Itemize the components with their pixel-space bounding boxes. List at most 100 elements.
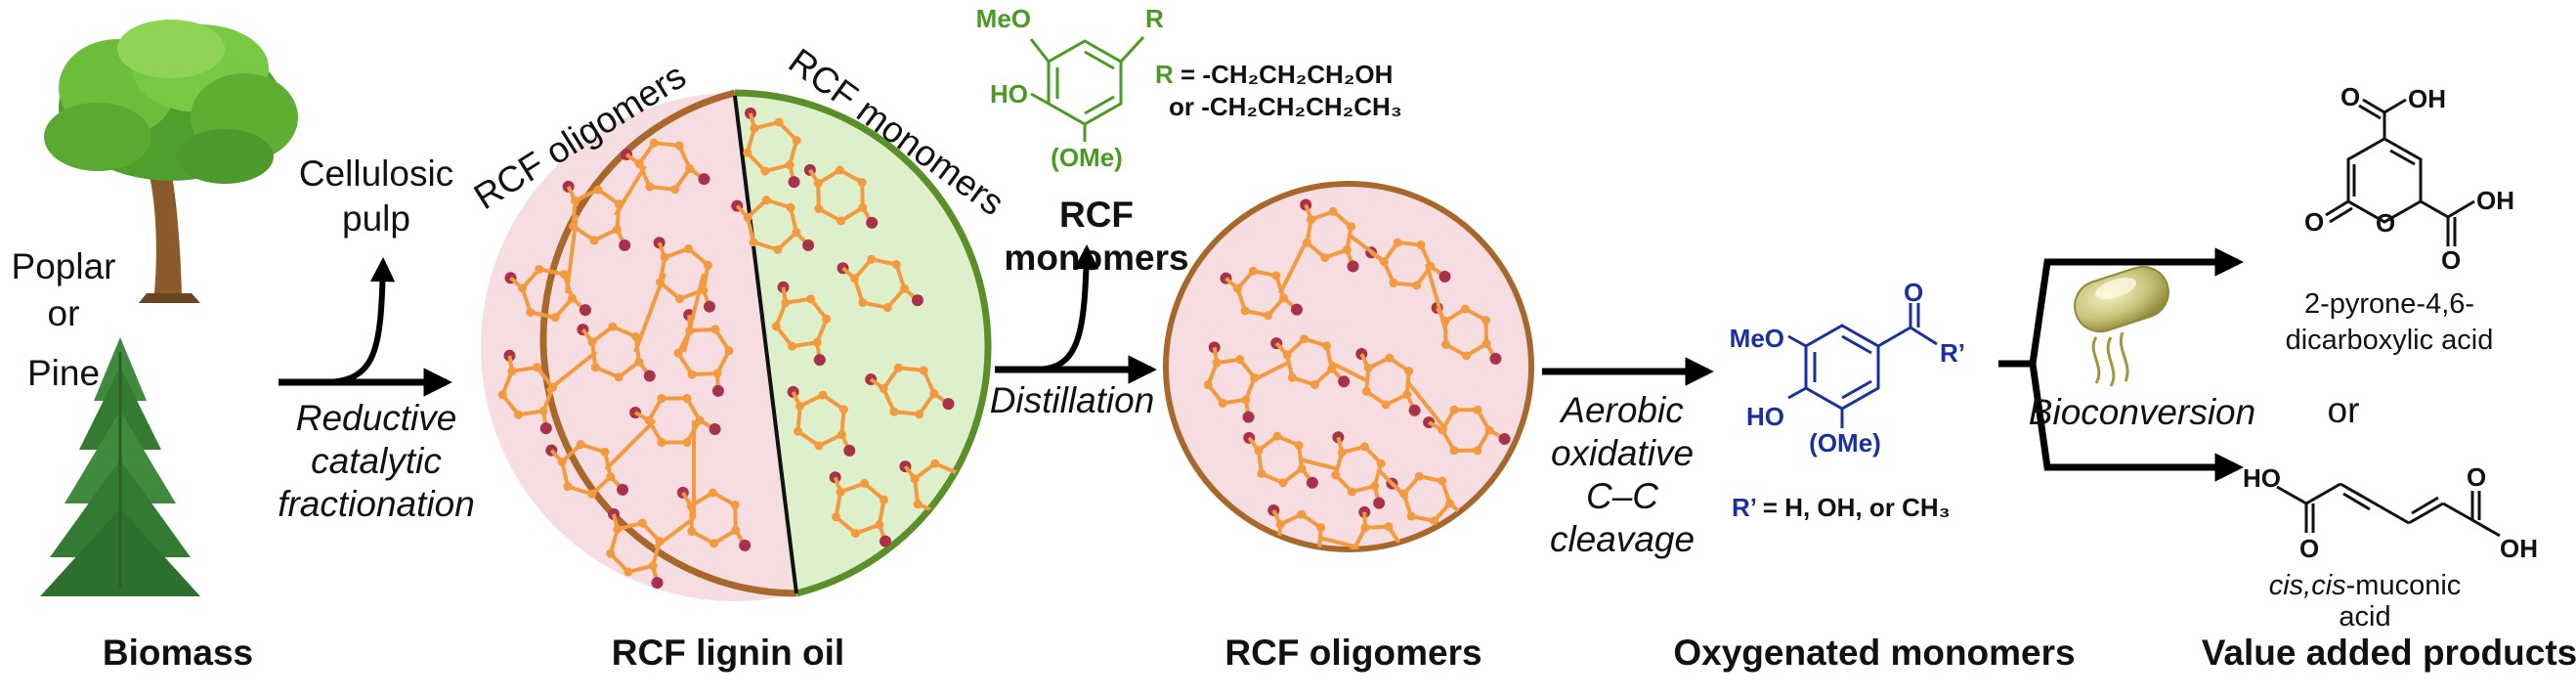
oxygenated-monomer-structure <box>1787 303 1938 428</box>
pdc-name-line-2: dicarboxylic acid <box>2286 325 2494 356</box>
fragment-atom <box>657 393 666 403</box>
fragment-atom <box>1300 334 1309 344</box>
fragment-bond <box>681 491 693 507</box>
cleavage-line-1: Aerobic <box>1559 390 1684 430</box>
rcf-ome-label: (OMe) <box>1051 143 1123 172</box>
fragment-atom <box>761 196 771 205</box>
fragment-atom <box>589 236 599 245</box>
fragment-linker <box>1425 263 1448 333</box>
fragment-bond <box>749 112 756 129</box>
fragment-bond <box>1274 341 1289 357</box>
rcf-r-definition-2: or -CH₂CH₂CH₂CH₃ <box>1169 92 1402 121</box>
lignin-oil-circle <box>481 89 992 601</box>
fragment-oxygen <box>966 506 978 519</box>
fragment-linker <box>1347 233 1390 266</box>
fragment-oxygen <box>643 370 656 382</box>
fragment-atom <box>919 366 928 375</box>
fragment-bond <box>657 241 666 258</box>
fragment-atom <box>786 202 795 212</box>
pine-label: Pine <box>27 353 100 393</box>
fragment-atom <box>1347 487 1356 497</box>
fragment-atom <box>1473 405 1482 415</box>
fragment-atom <box>1462 351 1472 361</box>
fragment-bond <box>1224 277 1239 290</box>
fragment-atom <box>1257 468 1267 478</box>
cleavage-line-2: oxidative <box>1551 433 1694 473</box>
biomass-caption: Biomass <box>103 633 253 673</box>
pdc-oh-top: OH <box>2408 84 2446 113</box>
fragment-oxygen <box>1347 260 1359 273</box>
rcf-r-label: R <box>1145 4 1164 33</box>
fragment-atom <box>637 518 647 528</box>
fragment-bond <box>791 391 802 408</box>
fragment-atom <box>649 138 659 148</box>
fragment-atom <box>563 482 573 492</box>
rcf-arrow <box>279 256 452 397</box>
fragment-linker <box>614 164 647 217</box>
fragment-atom <box>936 509 946 519</box>
fragment-oxygen <box>711 384 724 397</box>
fragment-linker <box>1376 467 1409 501</box>
fragment-oxygen <box>843 444 856 457</box>
fragment-atom <box>674 141 684 151</box>
fragment-atom <box>708 488 717 498</box>
rcf-process-line-1: Reductive <box>296 398 457 438</box>
rcf-monomers-caption-1: RCF <box>1059 195 1134 235</box>
fragment-atom <box>889 407 899 416</box>
fragment-oxygen <box>788 176 800 189</box>
oxy-r-prime-label: R’ <box>1940 338 1965 368</box>
rcf-r-definition: R = -CH₂CH₂CH₂OH <box>1155 60 1393 89</box>
oxy-meo-label: MeO <box>1730 324 1784 353</box>
fragment-oxygen <box>1291 303 1304 316</box>
fragment-atom <box>1240 306 1250 316</box>
oxy-ho-label: HO <box>1746 402 1784 431</box>
mua-name-line-1: cis,cis-muconic <box>2269 570 2462 601</box>
fragment-oxygen <box>1321 561 1333 573</box>
fragment-bond <box>509 276 524 290</box>
oligomers-circle <box>1163 181 1534 585</box>
fragment-linker <box>1328 360 1369 383</box>
fragment-oxygen <box>704 300 716 313</box>
fragment-atom <box>787 341 796 351</box>
fragment-atom <box>893 363 903 372</box>
fragment-atom <box>792 136 801 146</box>
fragment-bond <box>1247 436 1261 452</box>
fragment-atom <box>614 372 623 382</box>
fragment-bond <box>1428 420 1443 432</box>
value-added-products-caption: Value added products <box>2202 633 2576 673</box>
fragment-atom <box>684 243 694 253</box>
fragment-atom <box>587 489 597 499</box>
pdc-oh-right: OH <box>2476 186 2514 215</box>
fragment-atom <box>835 165 844 175</box>
fragment-linker <box>682 273 706 353</box>
fragment-bond <box>1304 203 1313 221</box>
fragment-bond <box>1336 436 1345 454</box>
fragment-atom <box>1264 311 1273 321</box>
bioconversion-arrows <box>1998 247 2244 482</box>
fragment-atom <box>1271 271 1281 281</box>
fragment-bond <box>612 513 620 530</box>
fragment-atom <box>867 254 877 264</box>
fragment-atom <box>730 500 740 509</box>
rcf-monomers-caption-2: monomers <box>1004 238 1188 278</box>
fragment-atom <box>1430 516 1439 526</box>
fragment-atom <box>682 438 692 448</box>
rcf-process-line-3: fractionation <box>278 484 475 524</box>
oxygenated-monomers-caption: Oxygenated monomers <box>1673 633 2075 673</box>
fragment-atom <box>1297 509 1307 519</box>
fragment-bond <box>634 411 651 422</box>
fragment-oxygen <box>1489 352 1502 365</box>
fragment-bond <box>833 476 842 493</box>
fragment-oxygen <box>802 239 815 251</box>
fragment-atom <box>771 322 781 331</box>
fragment-atom <box>1393 238 1402 247</box>
fragment-atom <box>497 390 507 400</box>
fragment-atom <box>1273 543 1283 549</box>
pdc-structure <box>2325 98 2475 246</box>
fragment-atom <box>1473 446 1482 456</box>
fragment-linker <box>1318 536 1359 549</box>
fragment-oxygen <box>866 216 879 229</box>
fragment-oxygen <box>1306 476 1318 489</box>
fragment-bond <box>1391 567 1392 585</box>
